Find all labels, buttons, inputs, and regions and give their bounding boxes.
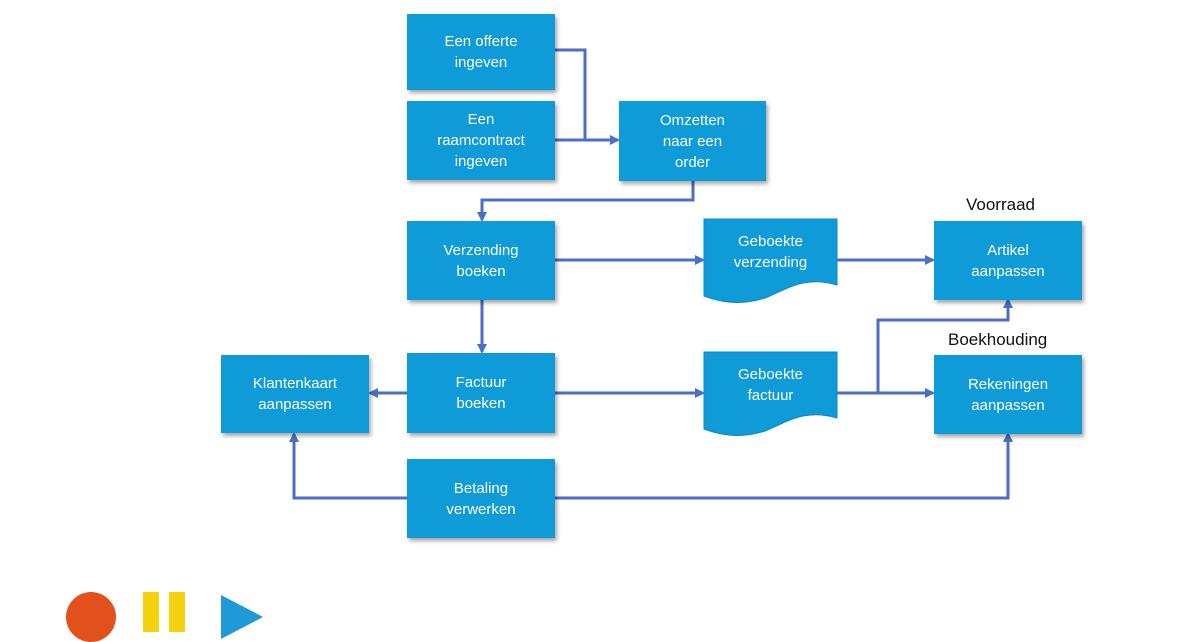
play-icon[interactable]: [221, 595, 263, 639]
heading-boekhouding: Boekhouding: [948, 330, 1048, 349]
node-geboekte-factuur: Geboekte factuur: [704, 352, 837, 432]
node-geboekte-verzending: Geboekte verzending: [704, 219, 837, 299]
node-klantenkaart-aanpassen: Klantenkaart aanpassen: [221, 355, 369, 433]
node-verzending-boeken: Verzending boeken: [407, 221, 555, 300]
pause-icon[interactable]: [143, 592, 189, 632]
node-betaling-verwerken: Betaling verwerken: [407, 459, 555, 538]
connector-betaling-rekeningen: [555, 432, 1013, 500]
record-icon[interactable]: [66, 592, 116, 642]
heading-voorraad: Voorraad: [966, 195, 1035, 214]
node-omzetten-naar-order: Omzetten naar een order: [619, 101, 766, 181]
node-artikel-aanpassen: Artikel aanpassen: [934, 221, 1082, 300]
connector-betaling-klantenkaart: [289, 432, 407, 500]
geboekte-factuur-shape: [703, 351, 838, 436]
pause-bar-right: [169, 592, 185, 632]
node-rekeningen-aanpassen: Rekeningen aanpassen: [934, 355, 1082, 434]
geboekte-verzending-shape: [703, 218, 838, 303]
connector-offerte-omzetten: [555, 48, 587, 140]
geboekte-factuur-label: Geboekte factuur: [737, 366, 804, 404]
geboekte-verzending-label: Geboekte verzending: [733, 233, 808, 271]
node-factuur-boeken: Factuur boeken: [407, 353, 555, 433]
pause-bar-left: [143, 592, 159, 632]
connector-omzetten-verzending: [477, 181, 695, 222]
node-offerte-ingeven: Een offerte ingeven: [407, 14, 555, 90]
connector-geboekte-factuur-artikel: [876, 298, 1013, 393]
node-raamcontract-ingeven: Een raamcontract ingeven: [407, 101, 555, 180]
